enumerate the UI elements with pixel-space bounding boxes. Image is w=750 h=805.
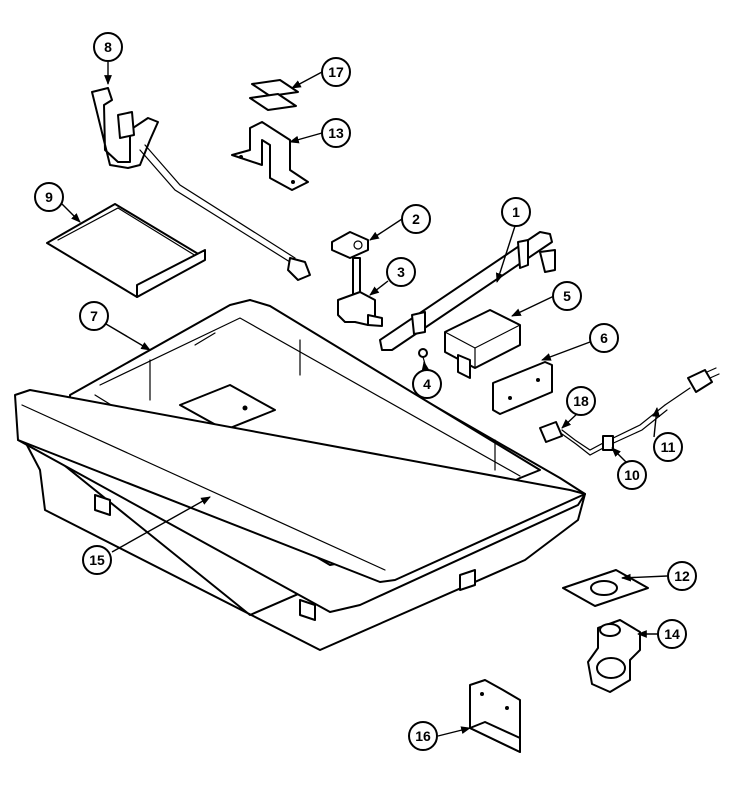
module-bracket — [492, 361, 553, 415]
insulation-pads — [249, 79, 299, 111]
callout-label: 10 — [624, 467, 640, 483]
callout-label: 14 — [664, 626, 680, 642]
callout-label: 2 — [412, 211, 420, 227]
callout-18: 18 — [566, 386, 596, 416]
clip-nut — [331, 231, 369, 259]
callout-14: 14 — [657, 619, 687, 649]
callout-17: 17 — [321, 57, 351, 87]
gasket — [562, 569, 649, 607]
callout-label: 18 — [573, 393, 589, 409]
callout-15: 15 — [82, 545, 112, 575]
callout-6: 6 — [589, 323, 619, 353]
callout-label: 15 — [89, 552, 105, 568]
screw — [418, 348, 428, 365]
cover-plate — [46, 203, 206, 298]
callout-3: 3 — [386, 257, 416, 287]
callout-label: 7 — [90, 308, 98, 324]
callout-13: 13 — [321, 118, 351, 148]
callout-10: 10 — [617, 460, 647, 490]
callout-label: 11 — [661, 439, 676, 455]
callout-8: 8 — [93, 32, 123, 62]
callout-5: 5 — [552, 281, 582, 311]
callout-7: 7 — [79, 301, 109, 331]
callout-label: 13 — [328, 125, 344, 141]
mounting-bracket — [231, 121, 309, 191]
callout-label: 8 — [104, 39, 112, 55]
callout-2: 2 — [401, 204, 431, 234]
callout-1: 1 — [501, 197, 531, 227]
leader-lines — [61, 62, 668, 737]
callout-9: 9 — [34, 182, 64, 212]
pressure-regulator — [587, 619, 641, 693]
callout-label: 3 — [397, 264, 405, 280]
callout-4: 4 — [412, 369, 442, 399]
callout-label: 12 — [674, 568, 690, 584]
power-cord — [539, 367, 720, 456]
callout-12: 12 — [667, 561, 697, 591]
callout-label: 9 — [45, 189, 53, 205]
callout-label: 1 — [512, 204, 520, 220]
callout-16: 16 — [408, 721, 438, 751]
callout-label: 17 — [328, 64, 344, 80]
thermostat-assembly — [91, 87, 311, 281]
manifold-rail — [379, 231, 556, 351]
electrode — [337, 257, 383, 327]
callout-label: 5 — [563, 288, 571, 304]
callout-11: 11 — [653, 432, 683, 462]
corner-bracket — [469, 679, 521, 753]
callout-label: 16 — [415, 728, 431, 744]
burner-box-tray — [14, 299, 586, 651]
callout-label: 6 — [600, 330, 608, 346]
callout-label: 4 — [423, 376, 431, 392]
ignition-module — [444, 309, 521, 379]
